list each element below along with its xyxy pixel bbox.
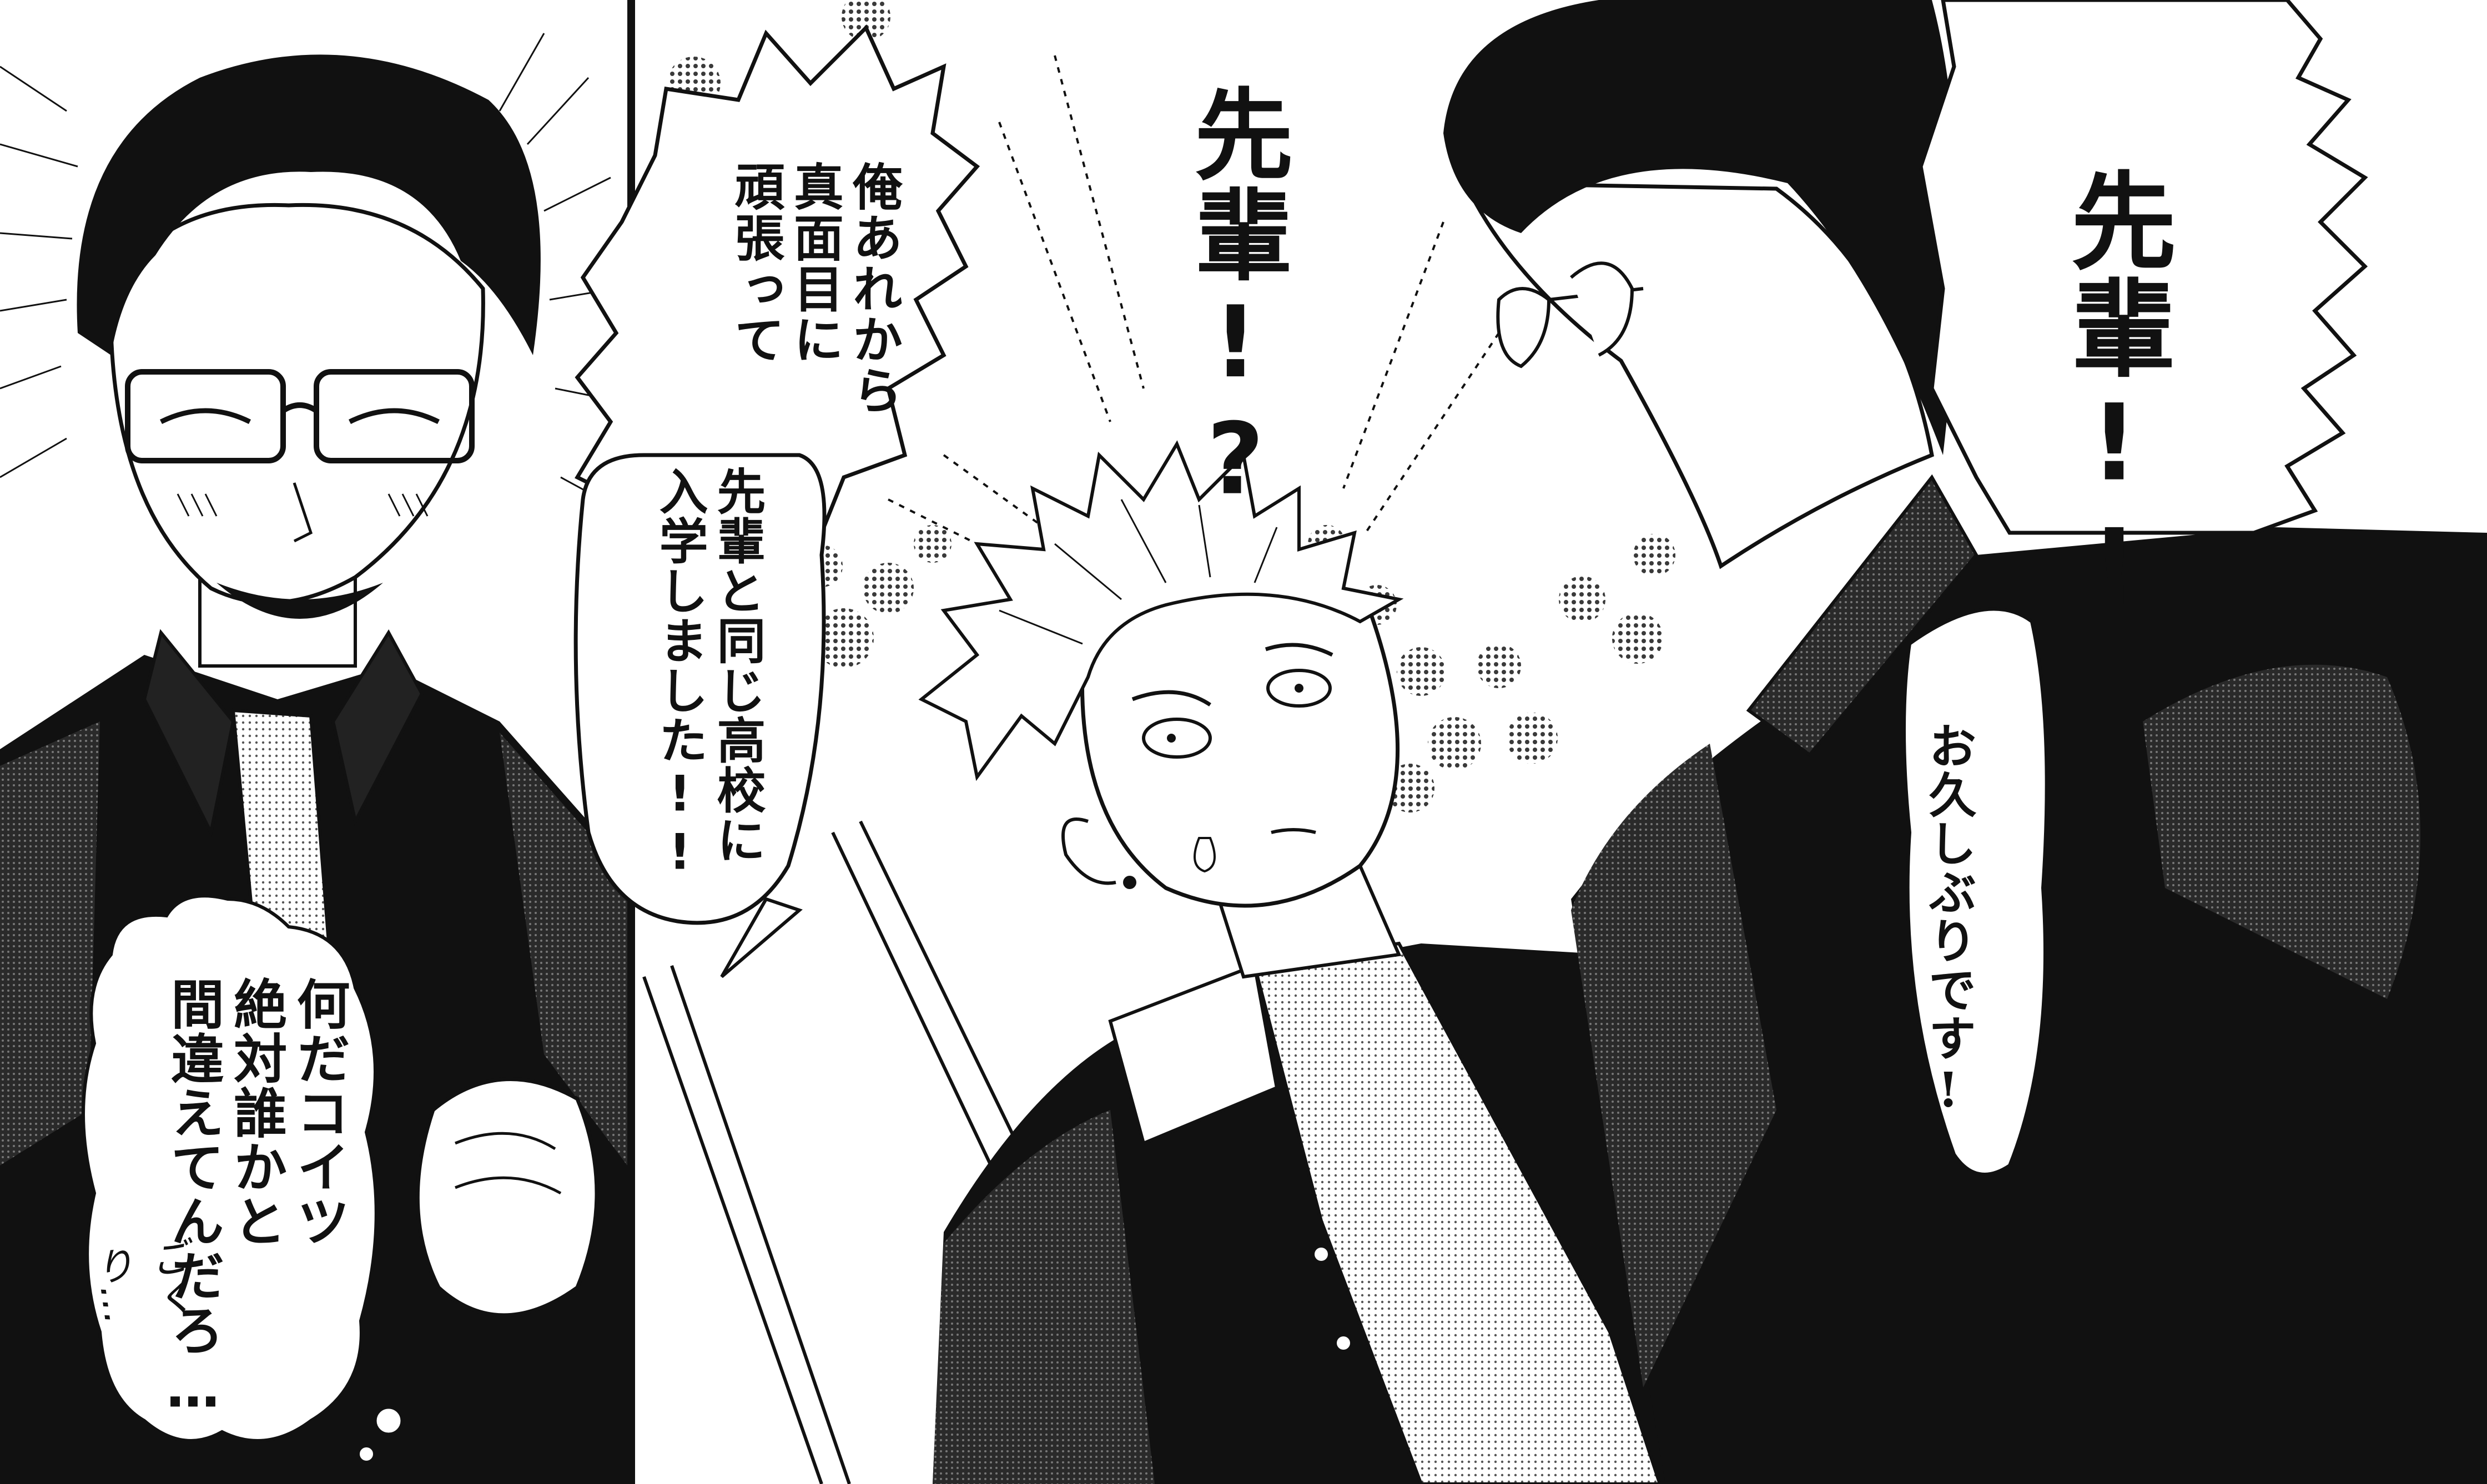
left-character-collar [142,629,235,838]
sfx-gokuri: ごくり… [85,1235,198,1327]
center-character-shirt [1252,941,1662,1484]
left-character-mouth [217,583,383,619]
right-character-collar [1746,474,1978,758]
right-bubble-text: お久しぶりです! [1920,721,1976,1119]
middle-bottom-line-2: 入学しました!! [651,466,709,882]
middle-bubble-bottom-text: 先輩と同じ高校に 入学しました!! [588,466,766,881]
center-character-hair [918,440,1404,781]
left-line-1: 何だコイツ [288,977,350,1249]
left-line-2: 絶対誰かと [224,977,287,1249]
left-character-collar-r [331,629,424,826]
sweat-drop [1194,837,1216,873]
middle-top-line-1: 俺あれから [844,161,902,416]
bubble-tail [720,897,803,978]
center-character-jacket-tone [933,1110,1155,1484]
left-character-fist [415,1077,599,1318]
center-character-mouth [1271,828,1316,834]
middle-top-line-3: 頑張って [726,161,784,365]
middle-speech-bubble [575,24,980,592]
middle-bubble-top-text: 俺あれから 真面目に 頑張って [691,161,902,438]
right-speech-bubble [1902,607,2048,1176]
center-character-earring [1123,876,1136,889]
left-thought-text: 何だコイツ 絶対誰かと 間違えてんだろ… [139,977,350,1432]
right-shout-bubble [1919,0,2368,535]
left-character-hair [77,54,541,356]
left-line-3: 間違えてんだろ… [162,977,224,1421]
middle-speech-bubble-lower [573,453,827,925]
left-panel [0,33,627,1484]
shout-senpai-question: 先輩!? [1178,83,1293,519]
right-character-ear [1570,261,1634,357]
main-panel [573,0,2487,1484]
left-character-eyes [159,408,440,425]
left-shoulder-tone-l [0,721,100,1165]
left-speed-lines [0,33,622,512]
center-character-ear [1061,817,1116,885]
right-character-jacket-tone [1571,744,1776,1387]
middle-bottom-line-1: 先輩と同じ高校に [709,466,766,865]
right-character-sleeve-tone [2143,664,2420,999]
left-character-nose [293,482,313,543]
center-character-collar [1108,963,1279,1146]
left-character-glasses [125,369,475,463]
center-character-brows [1131,643,1333,706]
left-thought-bubble [82,894,378,1442]
center-character-hair-strands [999,499,1278,645]
right-character-hair [1443,0,1957,455]
shout-senpai-exclaim: 先輩!! [2053,166,2176,632]
center-character-buttons [1315,1248,1350,1350]
middle-top-line-2: 真面目に [784,161,843,365]
left-character-blush [177,493,429,517]
